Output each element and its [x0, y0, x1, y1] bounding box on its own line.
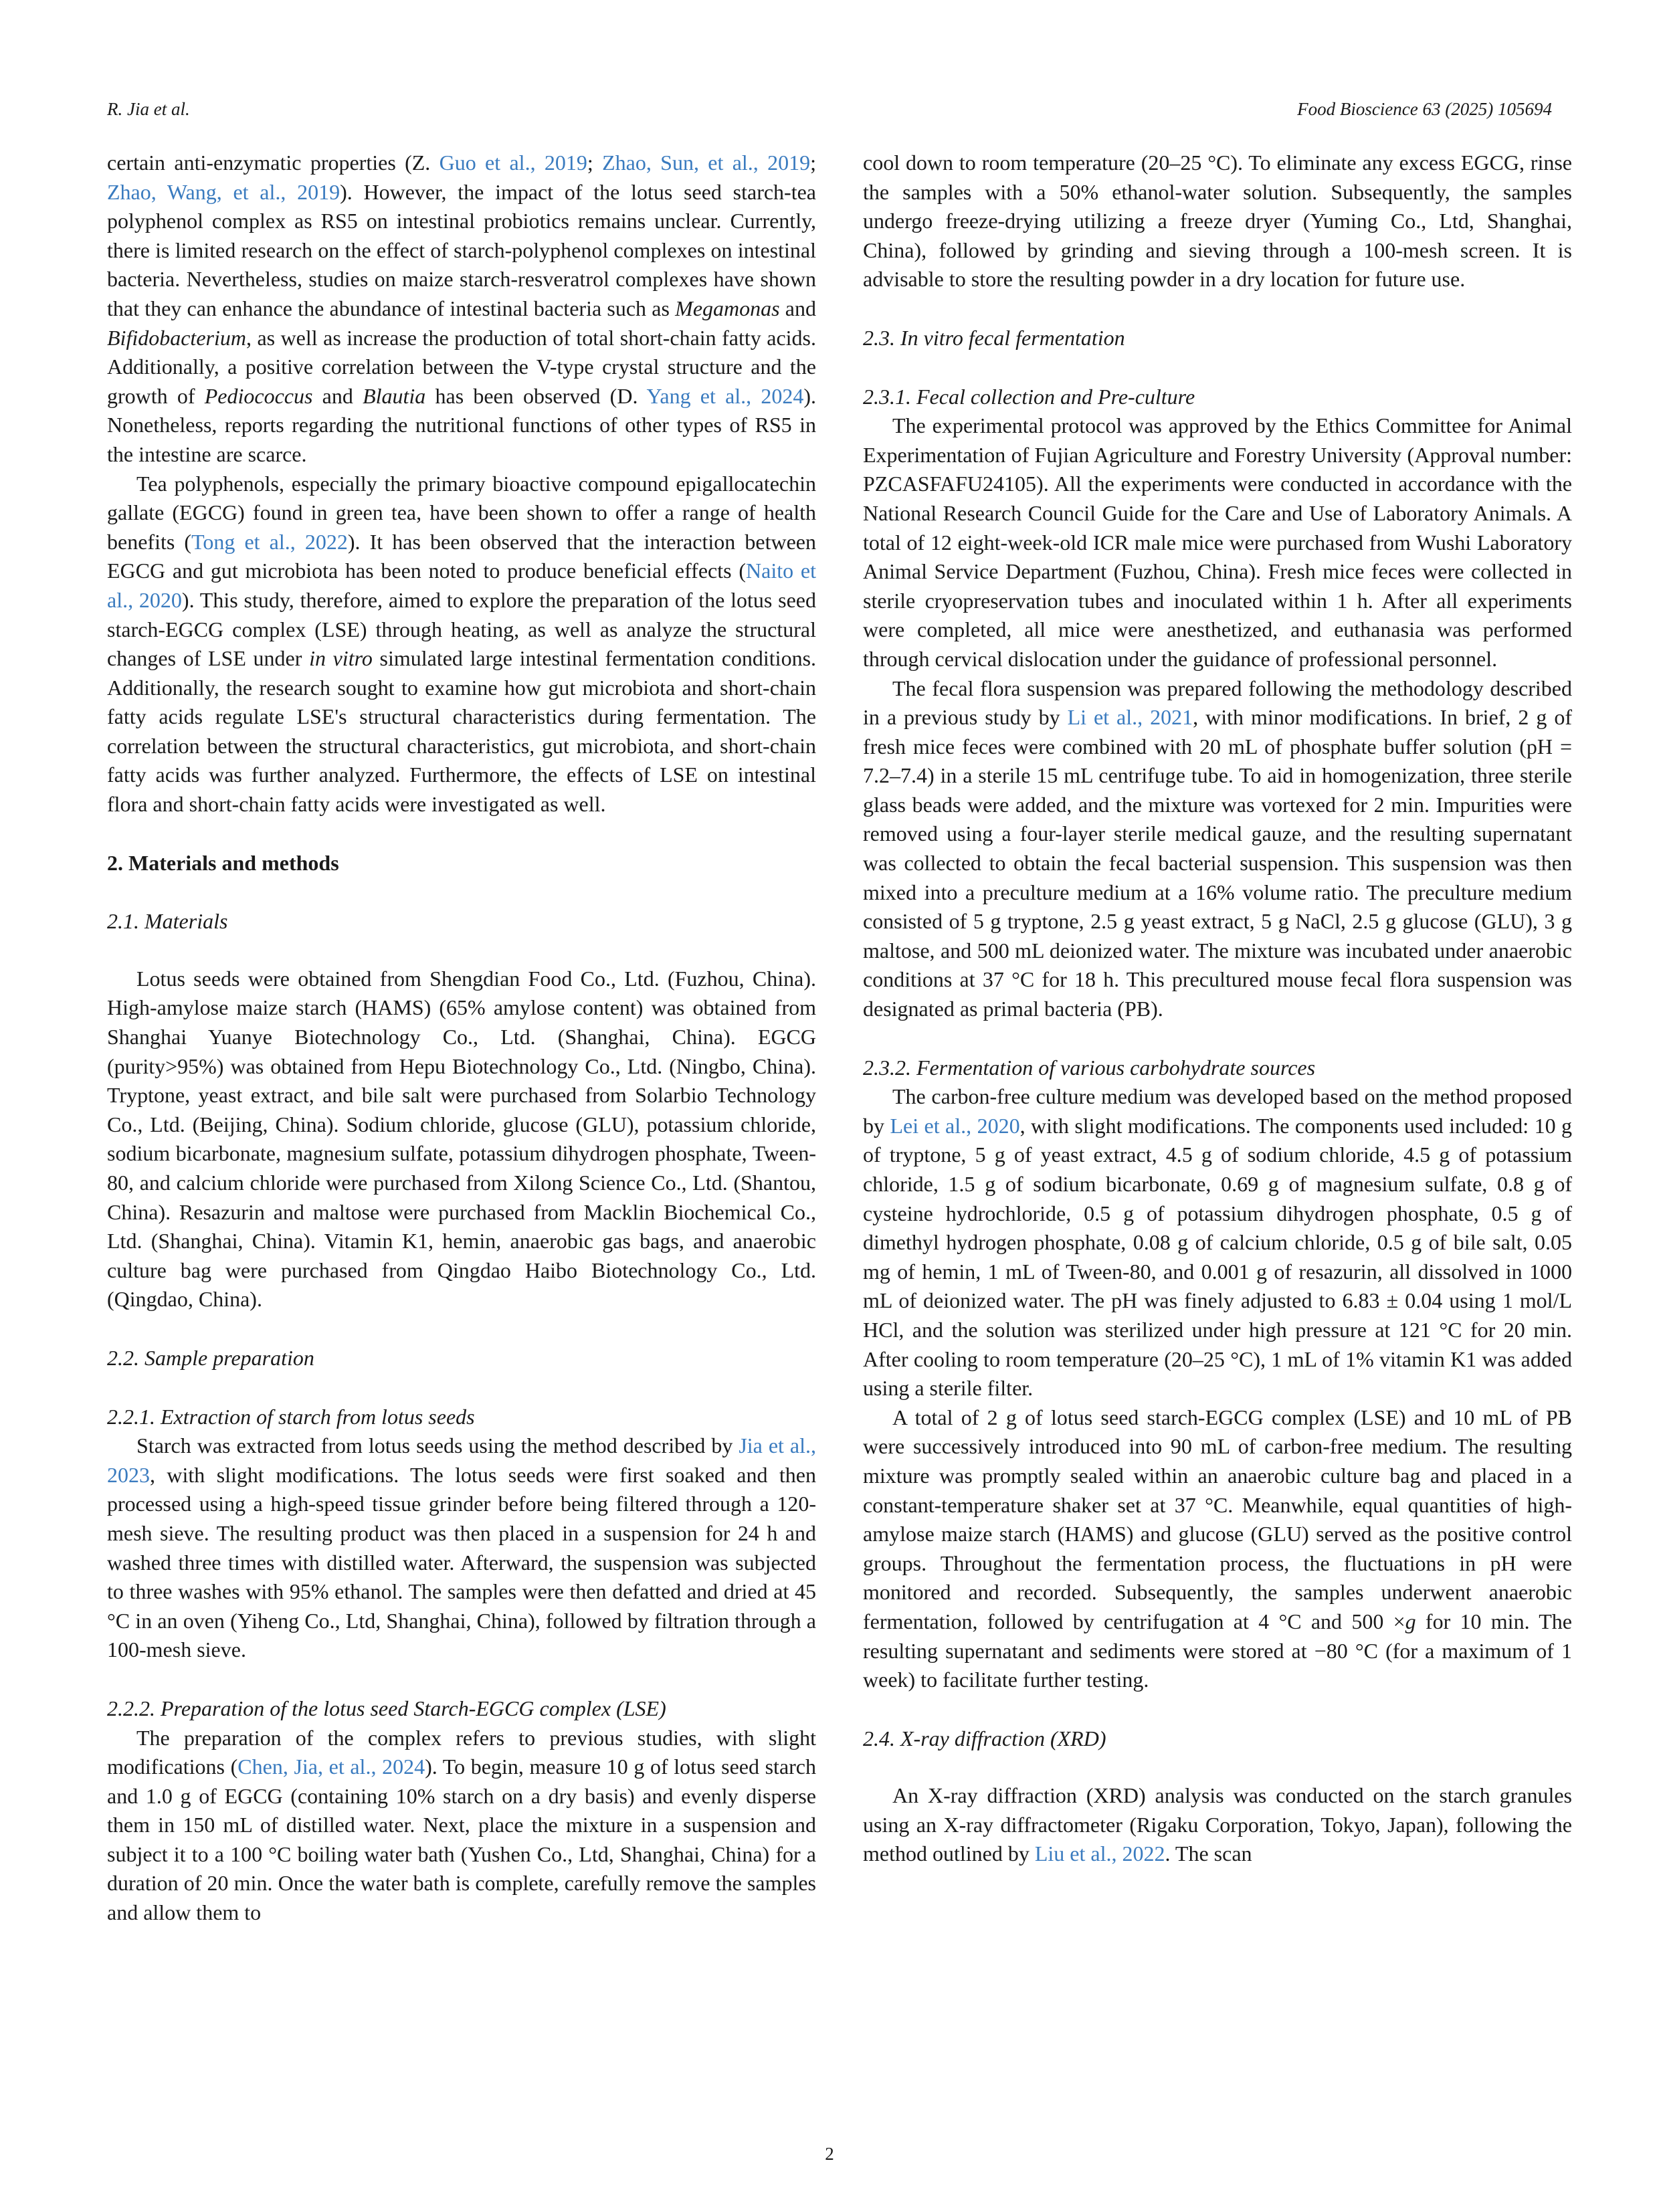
section-heading: 2. Materials and methods — [107, 850, 339, 875]
citation-link[interactable]: Yang et al., 2024 — [646, 383, 804, 408]
paragraph-intro-continued: certain anti-enzymatic properties (Z. Gu… — [107, 150, 817, 466]
subsection-heading: 2.1. Materials — [107, 909, 228, 934]
subsubsection-heading: 2.3.2. Fermentation of various carbohydr… — [863, 1055, 1316, 1080]
citation-link[interactable]: Lei et al., 2020 — [890, 1113, 1020, 1138]
paragraph-materials: Lotus seeds were obtained from Shengdian… — [107, 966, 816, 1312]
running-header-journal: Food Bioscience 63 (2025) 105694 — [1297, 99, 1552, 119]
subsection-heading: 2.4. X-ray diffraction (XRD) — [863, 1726, 1106, 1750]
paragraph-complex-preparation: The preparation of the complex refers to… — [107, 1725, 817, 1925]
subsection-heading: 2.2. Sample preparation — [107, 1345, 314, 1370]
paragraph-tea-polyphenols: Tea polyphenols, especially the primary … — [107, 471, 817, 817]
citation-link[interactable]: Jia et al., 2023 — [107, 1433, 817, 1487]
subsection-heading: 2.3. In vitro fecal fermentation — [863, 325, 1125, 350]
paragraph-culture-medium: The carbon-free culture medium was devel… — [863, 1084, 1573, 1401]
citation-link[interactable]: Naito et al., 2020 — [107, 559, 817, 612]
citation-link[interactable]: Guo et al., 2019 — [439, 150, 587, 175]
subsubsection-heading: 2.3.1. Fecal collection and Pre-culture — [863, 384, 1195, 409]
paragraph-fermentation: A total of 2 g of lotus seed starch-EGCG… — [863, 1405, 1573, 1692]
right-column: cool down to room temperature (20–25 °C)… — [863, 148, 1572, 1869]
paragraph-xrd: An X-ray diffraction (XRD) analysis was … — [863, 1783, 1572, 1866]
page-number: 2 — [825, 2144, 834, 2164]
citation-link[interactable]: Chen, Jia, et al., 2024 — [237, 1754, 425, 1779]
paragraph-starch-extraction: Starch was extracted from lotus seeds us… — [107, 1433, 817, 1662]
citation-link[interactable]: Liu et al., 2022 — [1034, 1841, 1165, 1866]
paragraph-complex-continued: cool down to room temperature (20–25 °C)… — [863, 150, 1572, 292]
running-header-authors: R. Jia et al. — [107, 99, 190, 119]
paragraph-fecal-collection: The experimental protocol was approved b… — [863, 413, 1572, 671]
citation-link[interactable]: Zhao, Wang, et al., 2019 — [107, 179, 340, 204]
citation-link[interactable]: Tong et al., 2022 — [191, 529, 348, 554]
citation-link[interactable]: Li et al., 2021 — [1067, 705, 1193, 730]
paragraph-fecal-suspension: The fecal flora suspension was prepared … — [863, 676, 1573, 1021]
left-column: certain anti-enzymatic properties (Z. Gu… — [107, 148, 816, 1928]
subsubsection-heading: 2.2.2. Preparation of the lotus seed Sta… — [107, 1696, 666, 1720]
subsubsection-heading: 2.2.1. Extraction of starch from lotus s… — [107, 1404, 475, 1429]
citation-link[interactable]: Zhao, Sun, et al., 2019 — [602, 150, 811, 175]
